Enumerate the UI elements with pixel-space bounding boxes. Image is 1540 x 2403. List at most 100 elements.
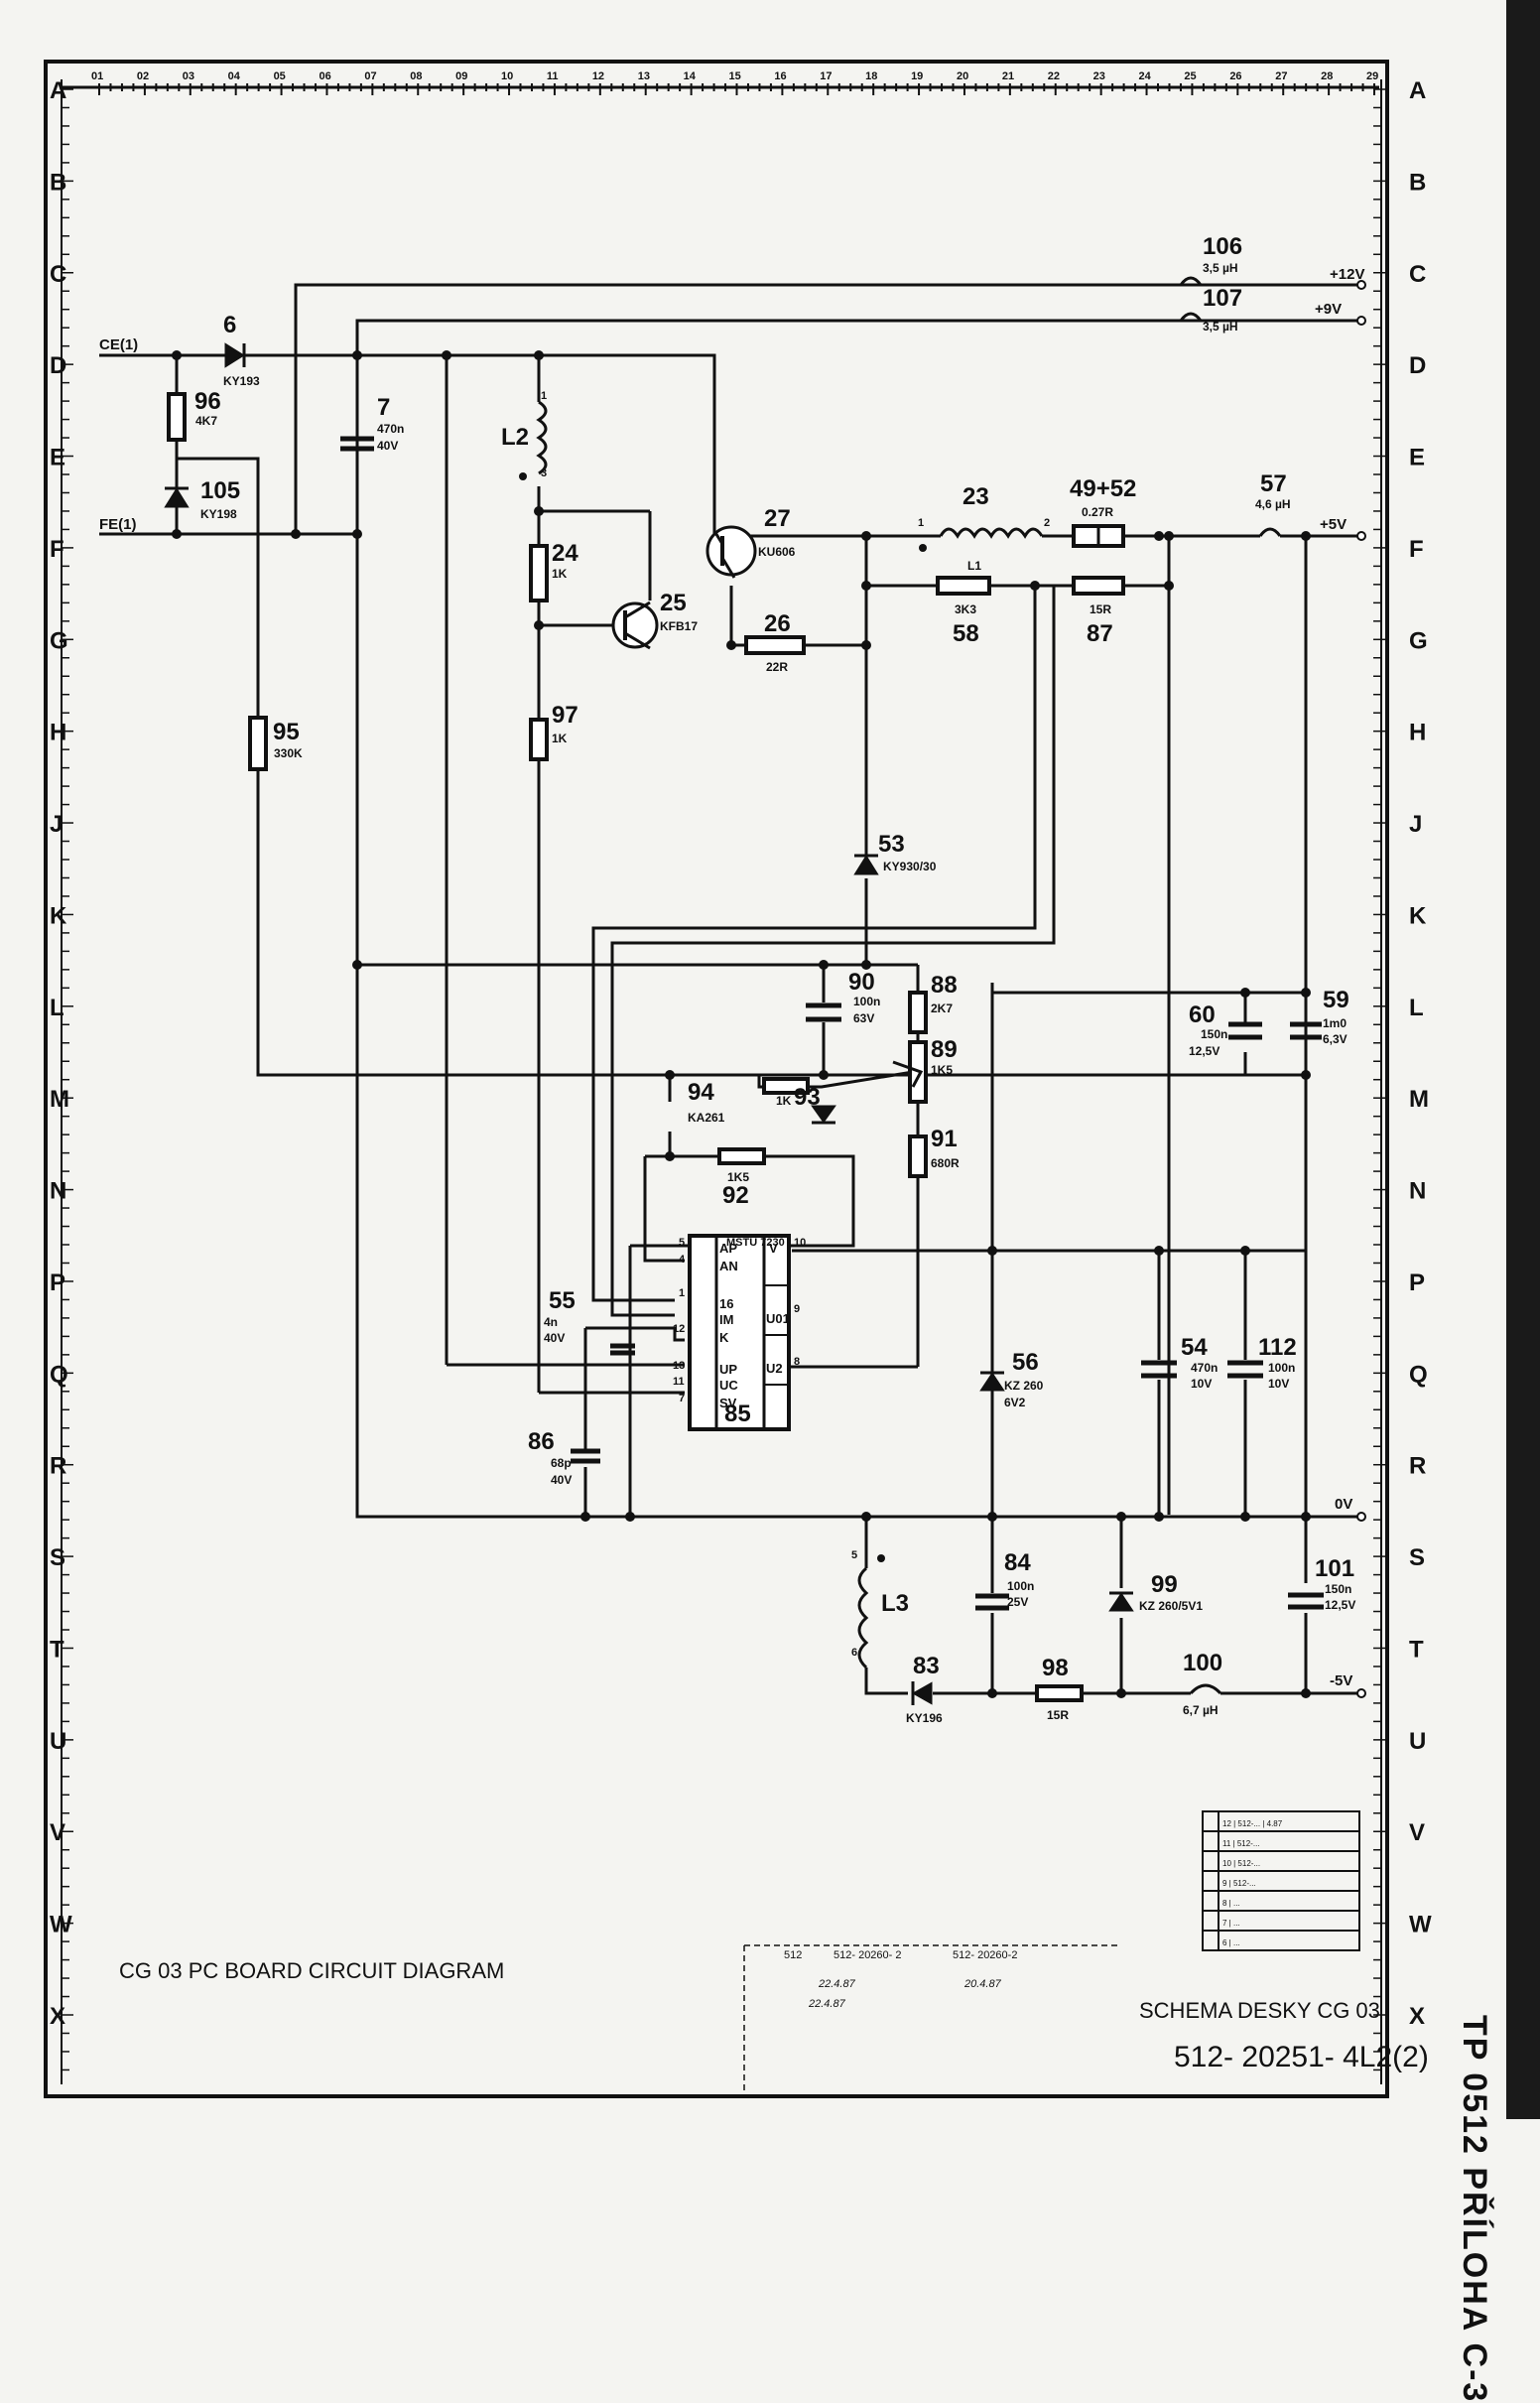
grid-row-label-left: N [50,1178,66,1205]
ref-c101: 101 [1315,1555,1354,1582]
ref-c86: 86 [528,1428,555,1455]
grid-column-label: 27 [1275,70,1287,82]
diode-symbols [164,342,1134,1705]
ref-r98: 98 [1042,1655,1069,1681]
ref-r95: 95 [273,719,300,745]
ic-pin-16: 16 [719,1296,733,1311]
grid-row-label-right: K [1409,902,1427,929]
net-minus5v-label: -5V [1330,1672,1352,1689]
grid-column-label: 10 [501,70,513,82]
val-c112-v: 10V [1268,1377,1289,1391]
net-fe-label: FE(1) [99,516,137,533]
grid-column-label: 29 [1366,70,1378,82]
net-ce-label: CE(1) [99,336,138,353]
ic-num-4: 4 [679,1254,686,1266]
grid-column-label: 19 [911,70,923,82]
grid-column-label: 04 [228,70,241,82]
ref-r96: 96 [194,388,221,415]
grid-row-label-right: L [1409,995,1424,1021]
val-l100: 6,7 µH [1183,1703,1219,1717]
ref-r49-52: 49+52 [1070,475,1136,502]
scan-edge-shadow [1506,0,1540,2119]
side-annex-label: TP 0512 PŘÍLOHA C-3 [1456,2015,1493,2403]
rev-row: 8 | ... [1222,1899,1240,1908]
ic-pin-uc: UC [719,1378,738,1393]
inductor-coils [536,276,1282,1695]
grid-row-label-left: S [50,1544,65,1571]
val-c7-v: 40V [377,439,398,453]
terminals [1356,280,1366,1698]
grid-row-label-right: M [1409,1086,1429,1113]
val-d6: KY193 [223,374,260,388]
val-r49-52: 0.27R [1082,505,1113,519]
val-c101-v: 12,5V [1325,1598,1355,1612]
val-c7: 470n [377,422,404,436]
val-c84-v: 25V [1007,1595,1028,1609]
val-d56-v: 6V2 [1004,1396,1026,1409]
grid-row-label-right: B [1409,169,1426,196]
grid-row-label-left: F [50,536,64,563]
rev-row: 10 | 512-... [1222,1859,1260,1868]
grid-column-label: 26 [1229,70,1241,82]
ref-d94: 94 [688,1079,714,1106]
rev-row: 7 | ... [1222,1919,1240,1928]
ref-d99: 99 [1151,1571,1178,1598]
val-r91: 680R [931,1156,960,1170]
rev-row: 11 | 512-... [1222,1839,1260,1848]
drawing-number: 512- 20251- 4L2(2) [1174,2041,1429,2073]
ref-l100: 100 [1183,1650,1222,1676]
val-c54: 470n [1191,1361,1218,1375]
rev-row: 9 | 512-... [1222,1879,1256,1888]
ref-r91: 91 [931,1126,958,1152]
ref-p89: 89 [931,1036,958,1063]
val-d56: KZ 260 [1004,1379,1044,1393]
ref-r92: 92 [722,1182,749,1209]
ref-l1: 23 [962,483,989,510]
drawing-frame [44,60,1389,2098]
grid-column-label: 25 [1184,70,1196,82]
title-block-lines [743,1944,1121,2096]
grid-row-label-left: V [50,1819,65,1846]
sign-date-1: 22.4.87 [818,1978,856,1990]
grid-row-label-right: U [1409,1728,1426,1755]
coil-pin-numbers: 1 3 1 2 5 6 [541,390,1050,1659]
ref-t25: 25 [660,590,687,616]
revision-table [1202,1810,1360,1951]
ic-num-10: 10 [794,1237,806,1249]
val-d53: KY930/30 [883,860,937,873]
l2-pin-1: 1 [541,390,547,402]
ref-d6: 6 [223,312,236,338]
grid-row-label-right: S [1409,1544,1425,1571]
grid-column-label: 22 [1048,70,1060,82]
grid-row-label-right: W [1409,1912,1432,1938]
val-r92: 1K5 [727,1170,749,1184]
grid-row-label-left: U [50,1728,66,1755]
val-c86-v: 40V [551,1473,572,1487]
val-d83: KY196 [906,1711,943,1725]
grid-column-label: 18 [865,70,877,82]
ref-designators: 6 96 105 7 L2 24 25 27 26 23 49+52 58 87… [194,233,1354,1681]
title-ref-1: 512 [784,1949,802,1961]
ref-c54: 54 [1181,1334,1208,1361]
grid-column-label: 13 [638,70,650,82]
grid-column-label: 16 [774,70,786,82]
component-values: KY193 4K7 KY198 470n 40V 1K KFB17 KU606 … [195,261,1355,1725]
transistor-25 [611,601,659,650]
grid-row-label-right: T [1409,1636,1424,1663]
ref-l57: 57 [1260,470,1287,497]
val-r98: 15R [1047,1708,1069,1722]
ref-t27: 27 [764,505,791,532]
grid-row-label-left: A [50,77,66,104]
l3-pin-6: 6 [851,1647,857,1659]
grid-column-label: 05 [274,70,286,82]
ref-d105: 105 [200,477,240,504]
schema-title: SCHEMA DESKY CG 03 [1139,1998,1380,2023]
ic-pin-an: AN [719,1259,738,1273]
l3-pin-5: 5 [851,1549,857,1561]
rev-row: 12 | 512-... | 4.87 [1222,1819,1283,1828]
val-l57: 4,6 µH [1255,497,1291,511]
ref-r26: 26 [764,610,791,637]
grid-column-label: 28 [1321,70,1333,82]
val-r58: 3K3 [955,602,976,616]
val-l1: L1 [967,559,981,573]
